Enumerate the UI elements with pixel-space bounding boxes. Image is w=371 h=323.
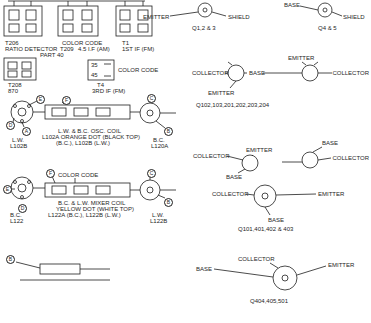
- part-label: EMITTER: [328, 262, 354, 268]
- part-label: COLOR CODE: [118, 67, 158, 73]
- part-label: L.W. & B.C. OSC. COIL: [58, 128, 121, 134]
- part-label: B.C. & L.W. MIXER COIL: [58, 200, 125, 206]
- part-label: YELLOW DOT (WHITE TOP): [56, 206, 134, 212]
- part-label: T206: [5, 40, 19, 46]
- part-label: COLOR CODE: [58, 172, 98, 178]
- part-label: T209: [60, 46, 74, 52]
- part-label: COLLECTOR: [192, 70, 229, 76]
- part-label: 4.5 I.F (AM): [78, 46, 110, 52]
- part-label: BASE: [322, 140, 338, 146]
- part-label: 870: [8, 88, 18, 94]
- part-label: COLLECTOR: [238, 256, 275, 262]
- part-label: T4: [97, 82, 104, 88]
- pin-letter: C: [147, 169, 156, 178]
- part-label: BASE: [284, 2, 300, 8]
- part-label: Q1,2 & 3: [192, 25, 216, 31]
- part-label: EMITTER: [288, 55, 314, 61]
- part-label: COLLECTOR: [212, 191, 249, 197]
- part-label: Q101,401,402 & 403: [238, 226, 293, 232]
- part-label: BASE: [226, 174, 242, 180]
- part-label: (B.C.), L102B (L.W.): [56, 140, 110, 146]
- part-label: L102A ORANGE DOT (BLACK TOP): [42, 134, 140, 140]
- part-label: SHIELD: [343, 14, 365, 20]
- part-label: 45: [91, 72, 98, 78]
- part-label: EMITTER: [318, 191, 344, 197]
- part-label: BASE: [268, 217, 284, 223]
- part-label: B.C.: [10, 212, 22, 218]
- pin-letter: F: [46, 169, 55, 178]
- pin-letter: C: [147, 94, 156, 103]
- part-label: Q404,405,501: [250, 298, 288, 304]
- part-label: COLOR CODE: [62, 40, 102, 46]
- part-label: L.W.: [12, 137, 24, 143]
- part-label: RATIO DETECTOR: [5, 46, 57, 52]
- part-label: COLLECTOR: [332, 70, 369, 76]
- pin-letter: D: [18, 204, 27, 213]
- part-label: Q4 & 5: [318, 25, 337, 31]
- pin-letter: E: [36, 95, 45, 104]
- part-label: COLLECTOR: [332, 155, 369, 161]
- part-label: BASE: [196, 266, 212, 272]
- part-label: BASE: [249, 70, 265, 76]
- part-label: COLLECTOR: [193, 153, 230, 159]
- pin-letter: A: [22, 127, 31, 136]
- part-label: EMITTER: [246, 147, 272, 153]
- part-label: L122B: [150, 218, 167, 224]
- part-label: L102B: [10, 143, 27, 149]
- part-label: SHIELD: [228, 14, 250, 20]
- part-label: 3RD IF (FM): [92, 88, 125, 94]
- part-label: B.C.: [153, 137, 165, 143]
- part-label: L122A (B.C.), L122B (L.W.): [48, 212, 121, 218]
- part-label: EMITTER: [208, 90, 234, 96]
- pin-letter: F: [62, 96, 71, 105]
- part-label: T208: [8, 82, 22, 88]
- pin-letter: E: [3, 185, 12, 194]
- pin-letter: D: [6, 121, 15, 130]
- part-label: EMITTER: [143, 14, 169, 20]
- pin-letter: B: [164, 127, 173, 136]
- part-label: T1: [122, 40, 129, 46]
- pin-letter: B: [6, 255, 15, 264]
- part-label: L120A: [151, 143, 168, 149]
- part-label: 1ST IF (FM): [122, 46, 154, 52]
- part-label: Q102,103,201,202,203,204: [196, 102, 269, 108]
- part-label: L.W.: [152, 212, 164, 218]
- pin-letter: B: [164, 198, 173, 207]
- part-label: 35: [91, 62, 98, 68]
- part-label: L122: [10, 218, 23, 224]
- part-label: PART 40: [40, 52, 64, 58]
